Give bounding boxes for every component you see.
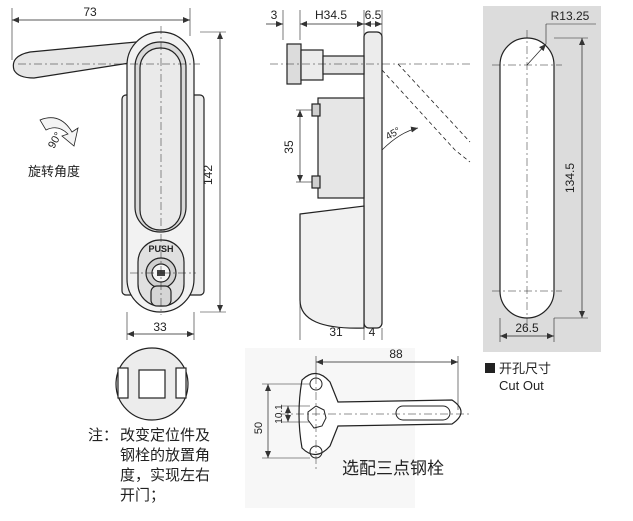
front-width-label: 73 [83, 5, 97, 19]
front-view [11, 8, 226, 340]
cutout-height-label: 134.5 [563, 163, 577, 193]
cutout-caption-cn: 开孔尺寸 [499, 362, 551, 377]
rotation-caption: 旋转角度 [28, 164, 80, 180]
side-dim-31: 31 [329, 325, 343, 339]
cutout-panel [483, 6, 601, 352]
bracket-caption: 选配三点钢栓 [342, 459, 444, 479]
cutout-caption-en: Cut Out [499, 378, 544, 393]
note-line: 改变定位件及 [120, 426, 211, 444]
rotation-angle-label: 90° [46, 130, 65, 150]
note-line: 开门； [120, 486, 166, 504]
note-block: 注： 改变定位件及 钢栓的放置角 度，实现左右 开门； [88, 425, 210, 505]
side-dim-45: 45° [384, 126, 403, 143]
side-dim-35: 35 [282, 140, 296, 154]
cutout-radius-label: R13.25 [551, 9, 590, 23]
key-piece [115, 347, 189, 421]
side-dim-4: 4 [369, 325, 376, 339]
cutout-width-label: 26.5 [515, 321, 539, 335]
cutout-legend-square [485, 363, 495, 373]
front-height-label: 142 [201, 165, 215, 185]
note-prefix: 注： [88, 426, 119, 444]
bracket-offset-label: 10.1 [274, 404, 285, 424]
push-label: PUSH [148, 244, 173, 254]
front-bottom-label: 33 [153, 320, 167, 334]
bracket-drawing [245, 348, 470, 508]
side-dim-h34-5: H34.5 [315, 8, 347, 22]
side-dim-6-5: 6.5 [365, 8, 382, 22]
side-view [266, 10, 471, 340]
bracket-length-label: 88 [389, 347, 403, 361]
side-dim-3: 3 [271, 8, 278, 22]
note-line: 钢栓的放置角 [120, 446, 211, 464]
bracket-height-label: 50 [253, 422, 265, 434]
note-line: 度，实现左右 [120, 466, 211, 484]
